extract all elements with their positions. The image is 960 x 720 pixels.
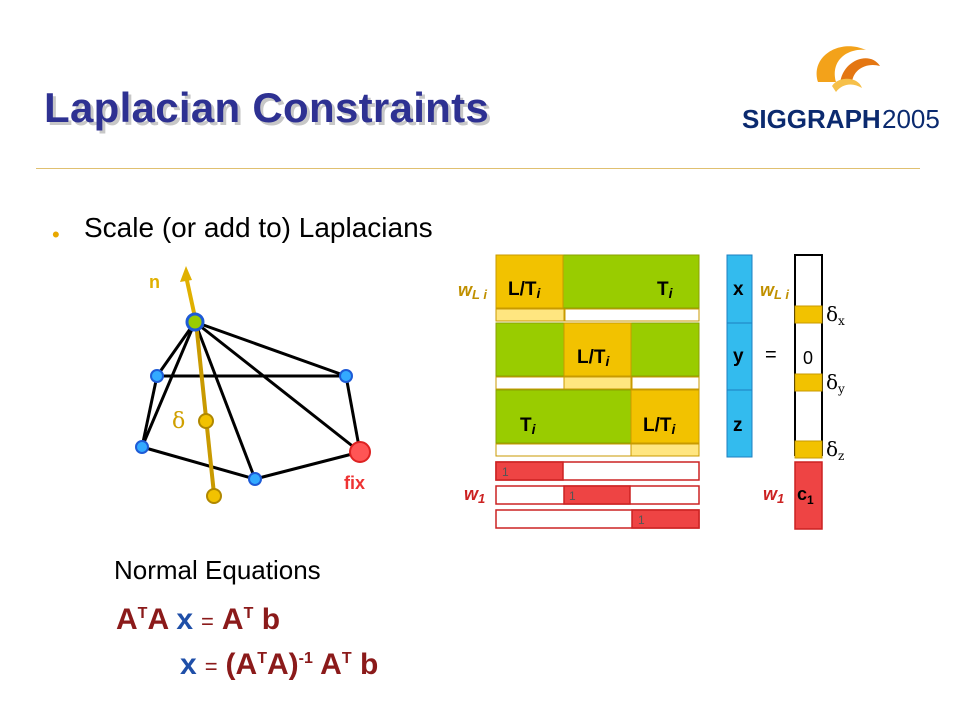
logo-text-siggraph: SIGGRAPH <box>742 104 881 134</box>
normal-label: n <box>149 272 160 292</box>
delta-vector <box>194 321 216 495</box>
fix-label: fix <box>344 473 365 493</box>
weight-1-label-right: w1 <box>763 484 784 506</box>
mesh-vertex <box>339 369 353 383</box>
t-label: Ti <box>657 279 674 301</box>
mesh-vertex <box>150 369 164 383</box>
lt-label: L/Ti <box>577 347 611 369</box>
vector-b <box>794 254 823 530</box>
normal-arrowhead-icon <box>180 266 192 282</box>
fixed-vertex <box>349 441 371 463</box>
mesh-vertex <box>248 472 262 486</box>
one-entry: 1 <box>569 489 576 503</box>
delta-label: δ <box>172 409 185 434</box>
vector-y-label: y <box>733 346 744 367</box>
normal-equation-2: x=(ATA)-1 AT b <box>180 648 379 681</box>
one-entry: 1 <box>638 513 645 527</box>
delta-y-label: δy <box>826 370 845 396</box>
lt-label: L/Ti <box>643 415 677 437</box>
weight-label-right: wL i <box>760 280 789 302</box>
vector-x <box>726 254 753 458</box>
constraint-c1-label: c1 <box>797 484 814 507</box>
bullet-icon: • <box>52 222 60 247</box>
mesh-diagram <box>140 320 362 481</box>
slide-title: Laplacian Constraints <box>44 84 490 131</box>
weight-1-label-left: w1 <box>464 484 485 506</box>
lt-block <box>563 322 632 377</box>
lt-block <box>630 389 700 444</box>
delta-z-label: δz <box>826 437 844 463</box>
mesh-vertex <box>135 440 149 454</box>
one-entry: 1 <box>502 465 509 479</box>
swirl-logo-icon <box>816 46 880 92</box>
delta-x-label: δx <box>826 302 845 328</box>
matrix-a <box>495 254 700 529</box>
weight-label-left: wL i <box>458 280 487 302</box>
delta-point <box>198 413 214 429</box>
lt-label: L/Ti <box>508 279 542 301</box>
bullet-text: Scale (or add to) Laplacians <box>84 212 433 243</box>
delta-end-point <box>206 488 222 504</box>
normal-equations-label: Normal Equations <box>114 555 321 585</box>
equals-sign: = <box>765 344 777 366</box>
zero-entry: 0 <box>803 348 813 368</box>
lt-block <box>495 254 564 309</box>
mesh-vertex-center <box>185 312 205 332</box>
normal-equation-1: ATA x=AT b <box>116 603 281 636</box>
vector-x-label: x <box>733 279 744 300</box>
siggraph-logo: SIGGRAPH 2005 <box>742 46 940 134</box>
vector-z-label: z <box>733 415 743 436</box>
title-divider <box>36 168 920 169</box>
logo-text-year: 2005 <box>882 104 940 134</box>
t-label: Ti <box>520 415 537 437</box>
